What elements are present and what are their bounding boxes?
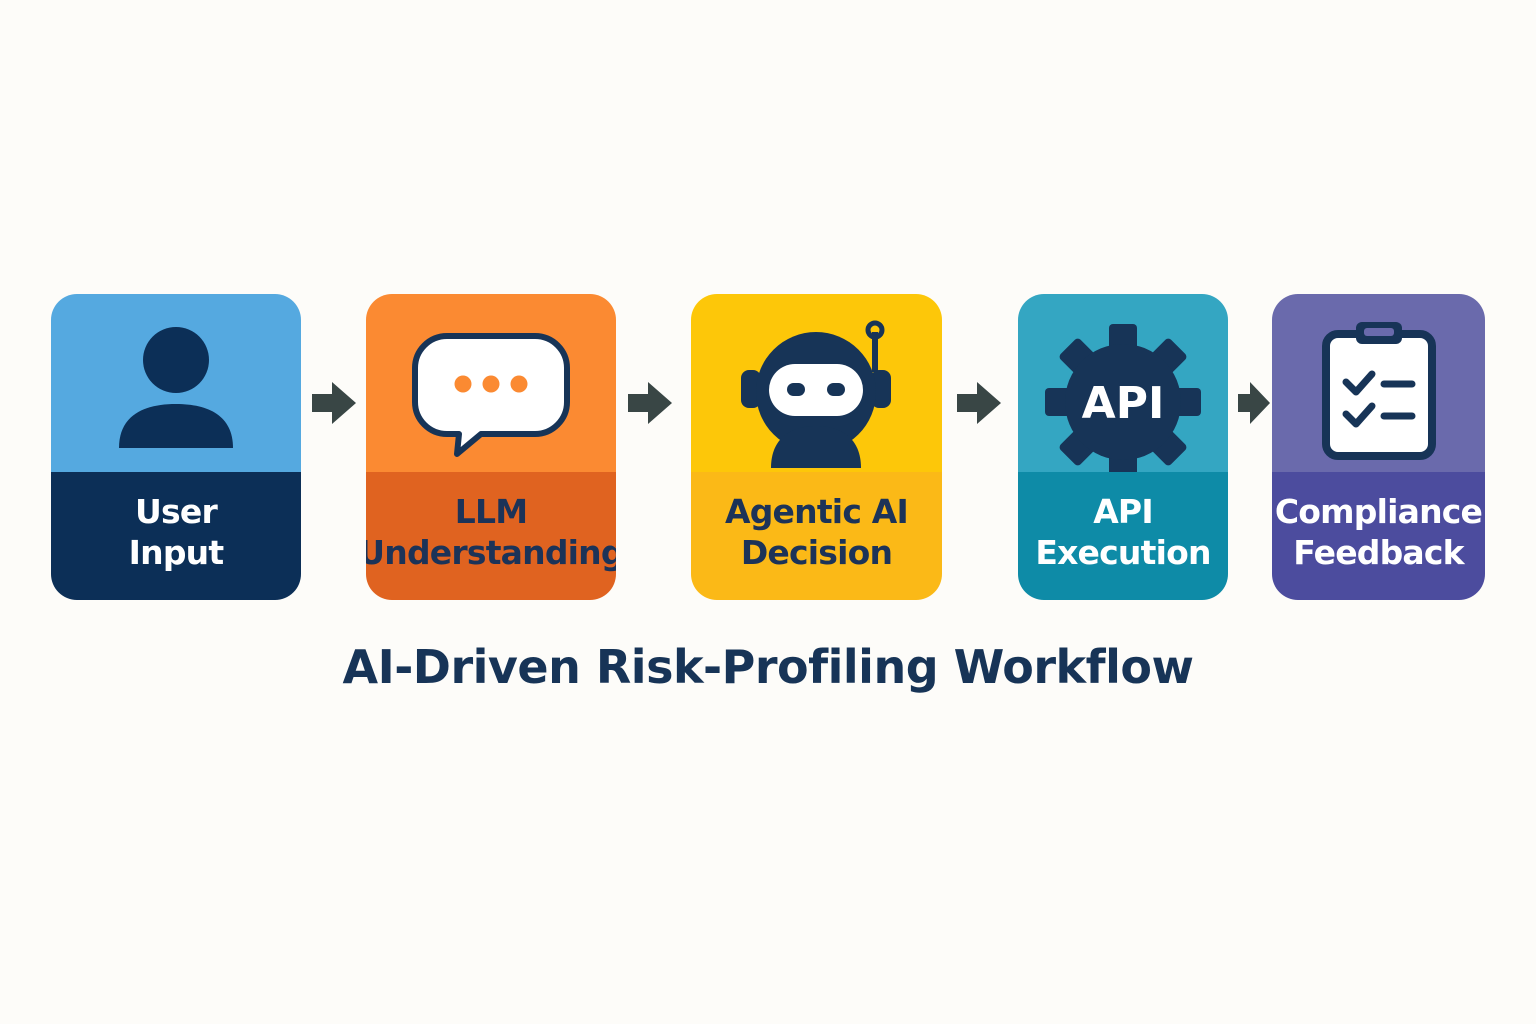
step-user-input: User Input: [51, 294, 301, 600]
step-label-panel: Agentic AI Decision: [691, 472, 942, 600]
step-label-panel: Compliance Feedback: [1272, 472, 1485, 600]
chat-bubble-icon: [411, 332, 571, 462]
arrow-right-icon: [310, 380, 358, 430]
diagram-title: AI-Driven Risk-Profiling Workflow: [342, 640, 1194, 694]
step-label-panel: API Execution: [1018, 472, 1228, 600]
step-label-line-1: Compliance: [1274, 492, 1483, 531]
gear-icon-label: API: [1082, 378, 1165, 429]
arrow-right-icon: [1236, 380, 1272, 430]
step-label-line-1: User: [135, 492, 218, 531]
step-label-panel: User Input: [51, 472, 301, 600]
step-label-line-2: Input: [128, 533, 224, 572]
step-llm-understanding: LLM Understanding: [366, 294, 616, 600]
arrow-right-icon: [626, 380, 674, 430]
step-label-line-2: Feedback: [1293, 533, 1464, 572]
clipboard-checklist-icon: [1314, 320, 1444, 464]
step-compliance-feedback: Compliance Feedback: [1272, 294, 1485, 600]
step-label-line-1: LLM: [454, 492, 528, 531]
step-label-line-1: API: [1093, 492, 1153, 531]
arrow-right-icon: [955, 380, 1003, 430]
step-label-panel: LLM Understanding: [366, 472, 616, 600]
user-icon: [111, 320, 241, 454]
step-api-execution: API API Execution: [1018, 294, 1228, 600]
step-label-line-2: Understanding: [366, 533, 616, 572]
step-label-line-2: Decision: [740, 533, 893, 572]
step-label-line-1: Agentic AI: [725, 492, 909, 531]
robot-icon: [737, 320, 897, 474]
step-agentic-ai-decision: Agentic AI Decision: [691, 294, 942, 600]
step-label-line-2: Execution: [1035, 533, 1211, 572]
gear-icon: API: [1043, 322, 1203, 486]
